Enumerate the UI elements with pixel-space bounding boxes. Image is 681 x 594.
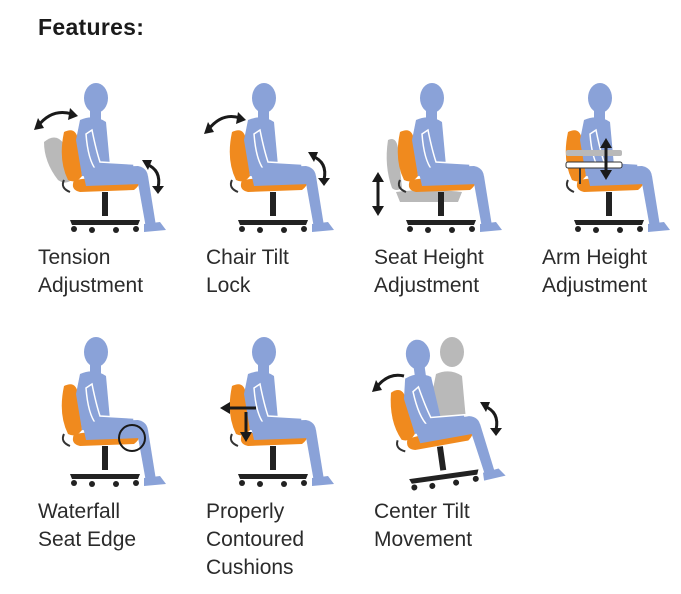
feature-label: Properly Contoured Cushions [206,498,376,582]
feature-seat-height-adjustment [366,80,526,240]
feature-label-line2: Movement [374,528,473,551]
feature-label-line1: Properly [206,500,285,523]
feature-label-line3: Cushions [206,556,294,579]
feature-label-line2: Seat Edge [38,528,137,551]
feature-contoured-cushions [198,334,358,494]
feature-label-line2: Lock [206,274,251,297]
waterfall-seat-edge-icon [60,336,167,488]
feature-label-line1: Seat Height [374,246,484,269]
feature-label: Seat Height Adjustment [374,244,544,300]
feature-chair-tilt-lock [198,80,358,240]
page-title: Features: [38,14,145,40]
feature-label-line2: Adjustment [542,274,648,297]
arm-height-adjustment-icon [564,82,671,234]
feature-label: Arm Height Adjustment [542,244,681,300]
feature-tension-adjustment [30,80,190,240]
feature-label-line1: Tension [38,246,111,269]
feature-label-line2: Contoured [206,528,305,551]
feature-label-line1: Arm Height [542,246,648,269]
feature-label-line1: Waterfall [38,500,121,523]
feature-arm-height-adjustment [534,80,681,240]
feature-center-tilt-movement [366,334,526,494]
feature-label: Tension Adjustment [38,244,208,300]
feature-label-line1: Chair Tilt [206,246,289,269]
tension-adjustment-icon [34,82,167,234]
seat-height-adjustment-icon [372,82,503,234]
feature-label: Center Tilt Movement [374,498,544,554]
feature-label-line1: Center Tilt [374,500,470,523]
contoured-cushions-icon [220,336,335,488]
center-tilt-movement-icon [372,334,507,494]
feature-label: Chair Tilt Lock [206,244,376,300]
feature-label-line2: Adjustment [38,274,144,297]
feature-label: Waterfall Seat Edge [38,498,208,554]
chair-tilt-lock-icon [204,82,335,234]
feature-label-line2: Adjustment [374,274,480,297]
feature-waterfall-seat-edge [30,334,190,494]
